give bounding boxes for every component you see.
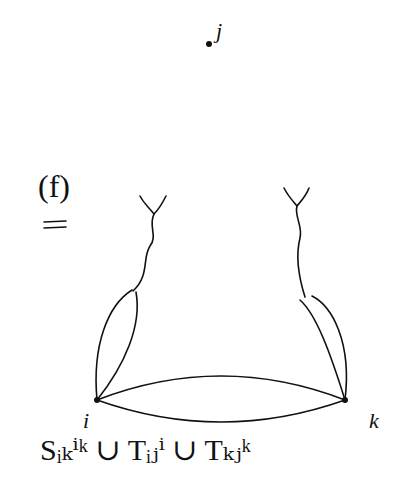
vertex-label: k <box>369 410 379 432</box>
graph-edge <box>97 400 345 422</box>
vertex-dot <box>206 41 212 47</box>
formula: Sᵢₖⁱᵏ ∪ Tᵢⱼⁱ ∪ Tₖⱼᵏ <box>40 432 251 467</box>
vertex-dot <box>94 397 100 403</box>
graph-vertex: j <box>209 20 224 44</box>
vertex-label: i <box>83 410 89 432</box>
graph-vertex: k <box>345 400 381 432</box>
figure-tag: (f) <box>38 168 70 205</box>
vertex-dot <box>342 397 348 403</box>
vertex-label: j <box>216 20 222 42</box>
graph-edge <box>97 376 345 400</box>
graph-vertex: i <box>81 400 97 432</box>
